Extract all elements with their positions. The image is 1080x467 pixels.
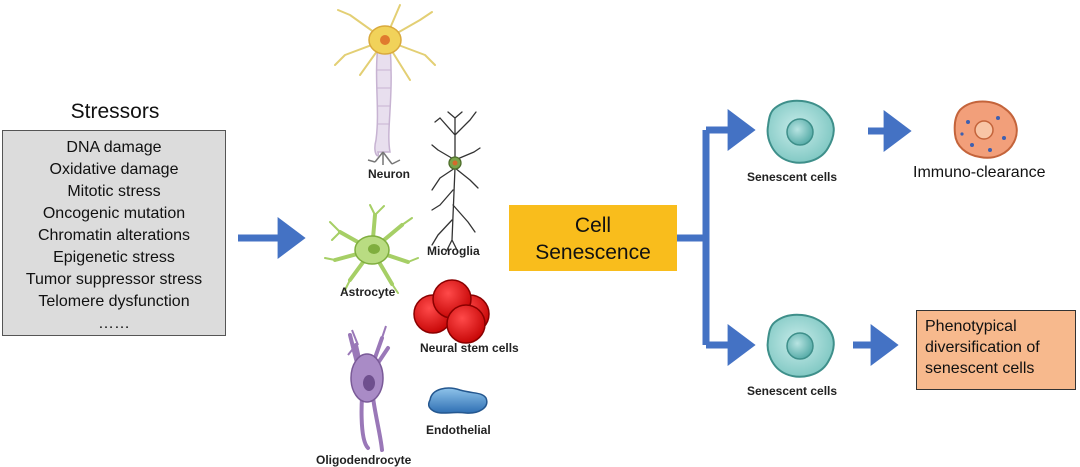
immune-cell <box>953 100 1018 159</box>
neuron-illustration <box>334 4 436 165</box>
senescent-cells-label-bottom: Senescent cells <box>747 384 838 398</box>
senescent-cells-label-top: Senescent cells <box>747 170 838 184</box>
neuron-label: Neuron <box>368 167 410 181</box>
stressor-item: Tumor suppressor stress <box>25 271 203 288</box>
stressor-item: Mitotic stress <box>67 183 161 200</box>
oligodendrocyte-illustration <box>347 325 390 452</box>
senescent-cell-bottom <box>766 313 835 378</box>
cell-senescence-line1: Cell <box>574 214 612 237</box>
stressor-item: Epigenetic stress <box>53 249 175 266</box>
senescent-cell-top <box>766 99 835 164</box>
diversification-line: diversification of <box>925 339 1040 356</box>
astrocyte-label: Astrocyte <box>340 285 396 299</box>
stressor-item: Oncogenic mutation <box>42 205 186 222</box>
stressor-item: DNA damage <box>66 139 162 156</box>
branch-connector <box>677 130 710 345</box>
stressor-item-ellipsis: …… <box>98 315 130 332</box>
stressor-item: Chromatin alterations <box>37 227 191 244</box>
microglia-illustration <box>431 111 481 253</box>
diversification-line: senescent cells <box>925 360 1035 377</box>
neural-stem-cells-illustration <box>413 279 490 344</box>
cell-senescence-box: Cell Senescence <box>509 205 677 271</box>
stressors-box: DNA damage Oxidative damage Mitotic stre… <box>2 130 226 336</box>
endothelial-label: Endothelial <box>426 423 491 437</box>
astrocyte-illustration <box>324 204 419 294</box>
microglia-label: Microglia <box>427 244 480 258</box>
endothelial-illustration <box>427 387 488 414</box>
stressor-item: Oxidative damage <box>49 161 179 178</box>
neural-stem-cells-label: Neural stem cells <box>420 341 519 355</box>
stressor-item: Telomere dysfunction <box>38 293 190 310</box>
stressors-title: Stressors <box>70 100 160 123</box>
diversification-line: Phenotypical <box>925 318 1017 335</box>
cell-senescence-line2: Senescence <box>535 241 651 264</box>
phenotypical-diversification-box: Phenotypical diversification of senescen… <box>916 310 1076 390</box>
immuno-clearance-label: Immuno-clearance <box>913 164 1046 181</box>
oligodendrocyte-label: Oligodendrocyte <box>316 453 412 467</box>
